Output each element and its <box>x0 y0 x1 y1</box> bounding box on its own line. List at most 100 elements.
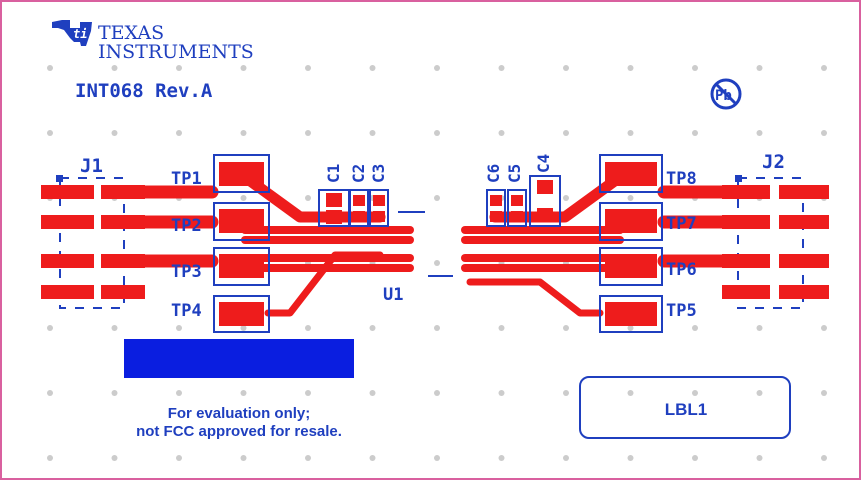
tp4-label: TP4 <box>171 301 202 321</box>
grid-dot <box>305 195 311 201</box>
grid-dot <box>47 65 53 71</box>
capacitors-left: C1 C2 C3 <box>318 164 389 227</box>
grid-dot <box>627 130 634 136</box>
grid-dot <box>498 325 505 331</box>
grid-dot <box>821 65 827 71</box>
grid-dot <box>240 390 247 396</box>
grid-dot <box>498 65 505 71</box>
disclaimer-line2: not FCC approved for resale. <box>136 423 342 440</box>
grid-dot <box>176 455 182 461</box>
tp5-label: TP5 <box>666 301 697 321</box>
grid-dot <box>756 325 763 331</box>
c5-label: C5 <box>505 164 524 183</box>
grid-dot <box>692 65 698 71</box>
tp3-label: TP3 <box>171 262 202 282</box>
grid-dot <box>111 455 118 461</box>
test-points-right: TP8 TP7 TP6 TP5 <box>599 154 697 333</box>
grid-dot <box>563 455 569 461</box>
board-id: INT068 Rev.A <box>75 80 213 102</box>
grid-dot <box>305 130 311 136</box>
c4-label: C4 <box>534 154 553 173</box>
grid-dot <box>240 325 247 331</box>
disclaimer-line1: For evaluation only; <box>168 405 311 422</box>
tp2-label: TP2 <box>171 216 202 236</box>
grid-dot <box>111 390 118 396</box>
grid-dot <box>240 195 247 201</box>
grid-dot <box>627 325 634 331</box>
grid-dot <box>627 390 634 396</box>
grid-dot <box>240 455 247 461</box>
ic-u1: U1 <box>383 211 453 305</box>
grid-dot <box>821 325 827 331</box>
grid-dot <box>434 455 440 461</box>
grid-dot <box>176 390 182 396</box>
tp8-label: TP8 <box>666 169 697 189</box>
grid-dot <box>176 65 182 71</box>
grid-dot <box>756 65 763 71</box>
grid-dot <box>434 195 440 201</box>
logo-text-line2: Instruments <box>98 41 254 63</box>
grid-dot <box>498 390 505 396</box>
grid-dot <box>176 130 182 136</box>
grid-dot <box>240 130 247 136</box>
grid-dot <box>305 455 311 461</box>
grid-dot <box>369 130 376 136</box>
grid-dot <box>563 195 569 201</box>
grid-dot <box>692 390 698 396</box>
grid-dot <box>821 390 827 396</box>
tp1-label: TP1 <box>171 169 202 189</box>
grid-dot <box>305 65 311 71</box>
grid-dot <box>692 325 698 331</box>
grid-dot <box>434 260 440 266</box>
grid-dot <box>498 455 505 461</box>
grid-dot <box>111 130 118 136</box>
grid-dot <box>434 65 440 71</box>
svg-text:ti: ti <box>73 27 87 41</box>
grid-dot <box>369 455 376 461</box>
label-box-text: LBL1 <box>665 400 708 419</box>
grid-dot <box>692 455 698 461</box>
grid-dot <box>627 65 634 71</box>
grid-dot <box>563 325 569 331</box>
label-box-lbl1 <box>579 376 791 439</box>
grid-dot <box>498 130 505 136</box>
test-points-left: TP1 TP2 TP3 TP4 <box>171 154 270 333</box>
grid-dot <box>434 390 440 396</box>
grid-dot <box>305 325 311 331</box>
grid-dot <box>305 390 311 396</box>
c2-label: C2 <box>349 164 368 183</box>
grid-dot <box>47 325 53 331</box>
grid-dot <box>434 325 440 331</box>
grid-dot <box>176 325 182 331</box>
grid-dot <box>756 390 763 396</box>
tp6-label: TP6 <box>666 260 697 280</box>
c6-label: C6 <box>484 164 503 183</box>
pb-free-icon: Pb <box>710 78 742 110</box>
grid-dot <box>369 390 376 396</box>
logo-text-line1: Texas <box>98 22 164 44</box>
grid-dot <box>47 455 53 461</box>
grid-dot <box>692 130 698 136</box>
grid-dot <box>47 130 53 136</box>
grid-dot <box>821 130 827 136</box>
grid-dot <box>627 195 634 201</box>
label-fill-area <box>124 339 354 378</box>
grid-dot <box>240 65 247 71</box>
grid-dot <box>47 390 53 396</box>
tp7-label: TP7 <box>666 214 697 234</box>
grid-dot <box>563 130 569 136</box>
grid-dot <box>369 325 376 331</box>
c3-label: C3 <box>369 164 388 183</box>
grid-dot <box>627 455 634 461</box>
grid-dot <box>369 65 376 71</box>
u1-label: U1 <box>383 285 403 305</box>
grid-dot <box>756 130 763 136</box>
connector-j1-label: J1 <box>80 155 103 177</box>
grid-dot <box>111 325 118 331</box>
pb-free-label: Pb <box>715 88 732 104</box>
capacitors-right: C6 C5 C4 <box>484 154 561 227</box>
grid-dot <box>563 65 569 71</box>
grid-dot <box>563 390 569 396</box>
